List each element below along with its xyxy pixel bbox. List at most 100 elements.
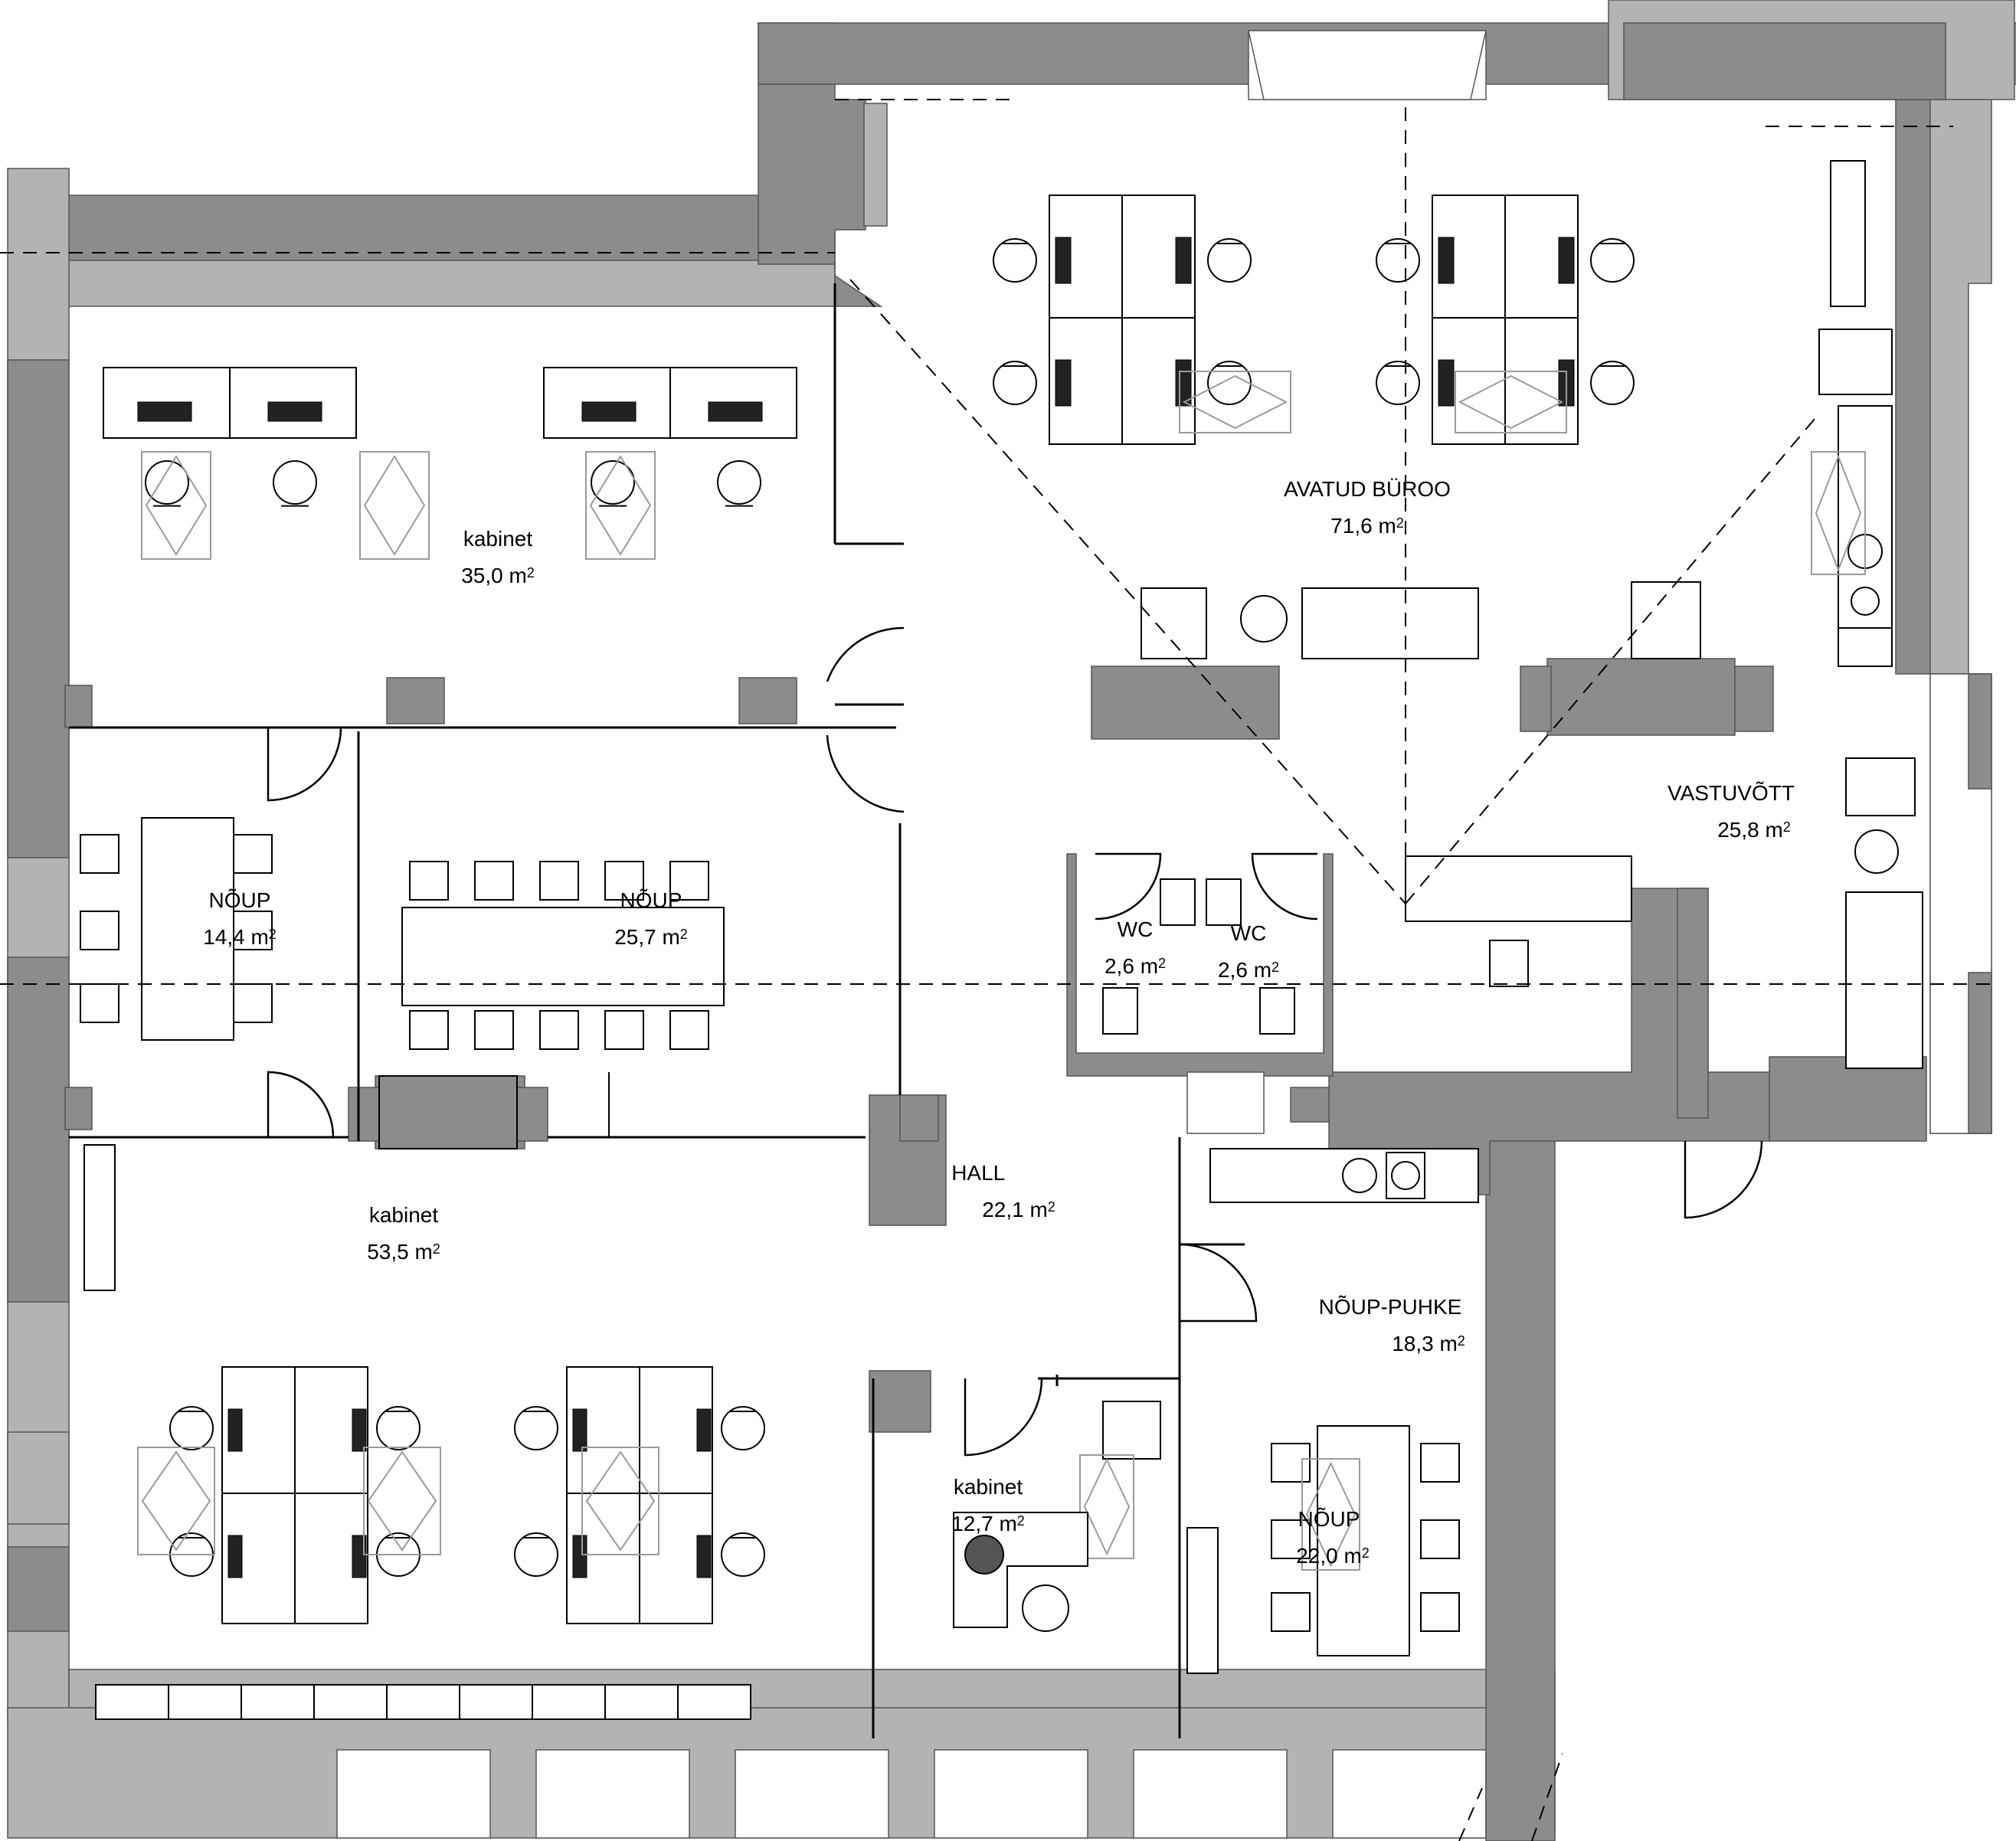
walls [7,0,2016,1841]
desk-block-k53-1-c [221,1493,296,1624]
wall-right-stub [1677,888,1709,1119]
wall-right-lower [1485,1102,1556,1841]
window-kitchen [1811,451,1866,575]
monitor [1438,237,1455,284]
reception-chair [1489,940,1529,987]
chair-noup25-bottom-1 [474,1010,514,1050]
desk-block-open-2-chair-4 [1590,361,1635,405]
cabinet-noup22 [1186,1527,1219,1674]
partitions [69,283,1245,1738]
desk-block-k53-1-chair-2 [376,1406,421,1450]
column-4 [1546,658,1736,736]
cabinet-k53 [83,1144,116,1291]
room-name: NÕUP-PUHKE [1318,1295,1462,1319]
wall-left-middle [7,956,70,1303]
door-wc-1 [1095,852,1162,920]
room-label-noup-22: NÕUP 22,0 m2 [1296,1501,1370,1574]
desk-block-open-1-chair-4 [1207,361,1252,405]
room-area: 12,7 m2 [951,1512,1025,1535]
furniture [80,160,1923,1720]
wall-top-right-cap-inner [1623,22,1946,100]
chair-noup25-top-1 [474,861,514,901]
window-recess-bottom-0 [336,1749,491,1839]
room-name: VASTUVÕTT [1667,781,1795,805]
room-area: 22,0 m2 [1296,1544,1370,1568]
fridge [1818,329,1893,395]
stub-mid-1 [348,1087,380,1142]
toilet-1 [1102,987,1138,1035]
window-diamond [1305,1461,1357,1568]
dashed-diagonal-1 [849,279,1406,904]
office-chair-k35-2 [591,460,635,505]
computer-3 [708,401,763,422]
room-label-kabinet-35: kabinet 35,0 m2 [461,521,535,594]
column-4c [1734,665,1774,732]
wall-right-corner-2 [1968,972,1992,1134]
monitor-k12 [964,1535,1004,1574]
chair-noup22-0 [1271,1443,1311,1483]
coffee-table [1240,595,1288,643]
hob-ring [1391,1161,1420,1190]
window-k53-2 [363,1447,441,1555]
chair-noup14-2 [80,983,119,1023]
shelf-unit-6 [532,1684,606,1720]
desk-block-open-1-chair-3 [993,361,1037,405]
window-recess-bottom-2 [735,1749,889,1839]
room-label-wc-2: WC 2,6 m2 [1218,915,1279,989]
office-chair-k35-1 [273,460,317,505]
desk-block-open-2-chair-3 [1376,361,1420,405]
doors [267,626,1763,1457]
computer-0 [137,401,192,422]
desk-block-k53-2-chair-1 [514,1406,558,1450]
shelf-unit-8 [677,1684,751,1720]
desk-block-k53-2-chair-3 [514,1532,558,1577]
shelf-unit-5 [459,1684,533,1720]
wall-left-pier-2 [7,1546,70,1632]
window-diamond [1815,454,1862,572]
column-hall-b [899,1094,939,1142]
stub-left-1 [64,685,93,728]
room-area: 2,6 m2 [1217,958,1280,982]
window-k35-2 [359,451,430,560]
toilet-2 [1259,987,1295,1035]
room-name: kabinet [463,527,533,551]
chair-noup25-bottom-0 [409,1010,449,1050]
room-label-noup-25: NÕUP 25,7 m2 [614,882,688,956]
room-area: 14,4 m2 [203,925,277,949]
room-area: 25,7 m2 [614,925,688,949]
room-area: 35,0 m2 [461,564,535,587]
wall-wc-core [1066,853,1334,1077]
wc-shaft [1186,1071,1265,1134]
hob [1851,587,1880,616]
wall-left-upper [7,359,70,858]
monitor [696,1535,712,1578]
dashed-lines [0,99,1991,1841]
window-diamond [589,455,652,556]
monitor [696,1408,712,1452]
desk-block-open-1-chair-2 [1207,238,1252,283]
chair-noup25-bottom-4 [669,1010,709,1050]
wall-right-interior [1769,1056,1927,1142]
dashed-diagonal-2 [1405,413,1820,904]
monitor [1055,237,1072,284]
table-noup-25 [401,907,725,1006]
room-area: 2,6 m2 [1104,954,1167,978]
wall-left-pier [7,1431,70,1525]
room-label-noup-puhke: NÕUP-PUHKE 18,3 m2 [1315,1289,1465,1362]
sofa [1301,587,1479,659]
desk-block-open-2-chair-2 [1590,238,1635,283]
room-name: NÕUP [1298,1507,1360,1531]
shelf-unit-3 [313,1684,388,1720]
door-vastuvott [1684,1140,1763,1219]
room-label-noup-14: NÕUP 14,4 m2 [203,882,277,956]
sink-kitchen [1342,1158,1377,1193]
armchair [1141,587,1207,659]
window-k53-3 [581,1447,659,1555]
wall-top-left-inner [41,260,836,307]
window-open-2 [1455,371,1567,433]
monitor [572,1535,587,1578]
dashed-bottom-right-1 [1531,1753,1563,1841]
room-label-vastuvott: VASTUVÕTT 25,8 m2 [1667,775,1795,849]
wc-shaft-pier [1290,1087,1330,1123]
